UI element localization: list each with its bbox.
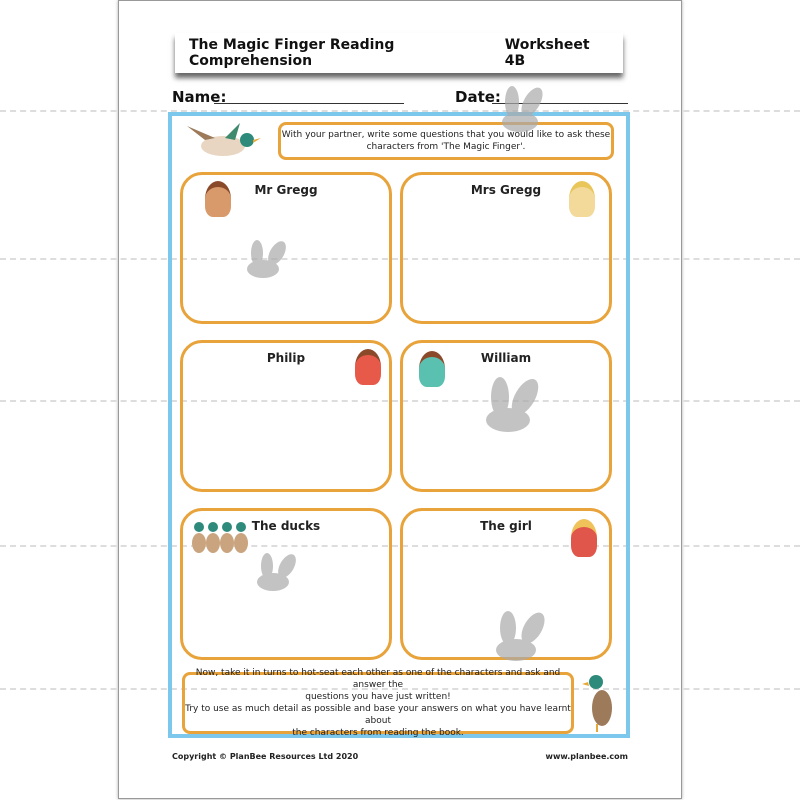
character-name: William [480,351,532,365]
intro-speech-bubble: With your partner, write some questions … [278,122,614,160]
outro-text: Now, take it in turns to hot-seat each o… [195,668,561,690]
watermark-line [0,110,800,112]
character-name: Philip [266,351,306,365]
outro-text: the characters from reading the book. [292,728,464,738]
flying-duck-icon [187,123,261,156]
character-name: The ducks [251,519,321,533]
intro-text: characters from 'The Magic Finger'. [366,142,526,152]
philip-avatar [355,349,381,385]
outro-speech-bubble: Now, take it in turns to hot-seat each o… [182,668,574,738]
outro-text: questions you have just written! [305,692,451,702]
bee-watermark-icon [502,86,543,132]
girl-avatar [571,519,597,557]
worksheet-number: Worksheet 4B [504,37,590,69]
copyright: Copyright © PlanBee Resources Ltd 2020 [172,752,359,761]
character-card-philip[interactable]: Philip [180,340,392,492]
character-card-the-ducks[interactable]: The ducks [180,508,392,660]
mrs-gregg-avatar [569,181,595,217]
name-field[interactable] [214,103,404,104]
date-field[interactable] [492,103,628,104]
mr-gregg-avatar [205,181,231,217]
character-card-mrs-gregg[interactable]: Mrs Gregg [400,172,612,324]
watermark-line [0,688,800,690]
website-link[interactable]: www.planbee.com [545,752,628,761]
ducks-icon [192,522,248,553]
title-banner: The Magic Finger Reading Comprehension W… [175,33,623,73]
bee-watermark-icon [247,240,286,278]
character-name: The girl [480,519,532,533]
bee-watermark-icon [257,553,296,591]
character-card-mr-gregg[interactable]: Mr Gregg [180,172,392,324]
page-title: The Magic Finger Reading Comprehension [189,37,395,69]
name-label: Name: [172,88,227,106]
bee-watermark-icon [486,377,539,432]
character-name: Mrs Gregg [470,183,542,197]
outro-text: Try to use as much detail as possible an… [185,704,571,726]
date-label: Date: [455,88,501,106]
character-name: Mr Gregg [254,183,318,197]
standing-duck-icon [582,675,612,732]
character-card-william[interactable]: William [400,340,612,492]
activity-frame [168,112,630,738]
william-avatar [419,351,445,387]
intro-text: With your partner, write some questions … [281,130,611,140]
bee-watermark-icon [496,611,545,661]
